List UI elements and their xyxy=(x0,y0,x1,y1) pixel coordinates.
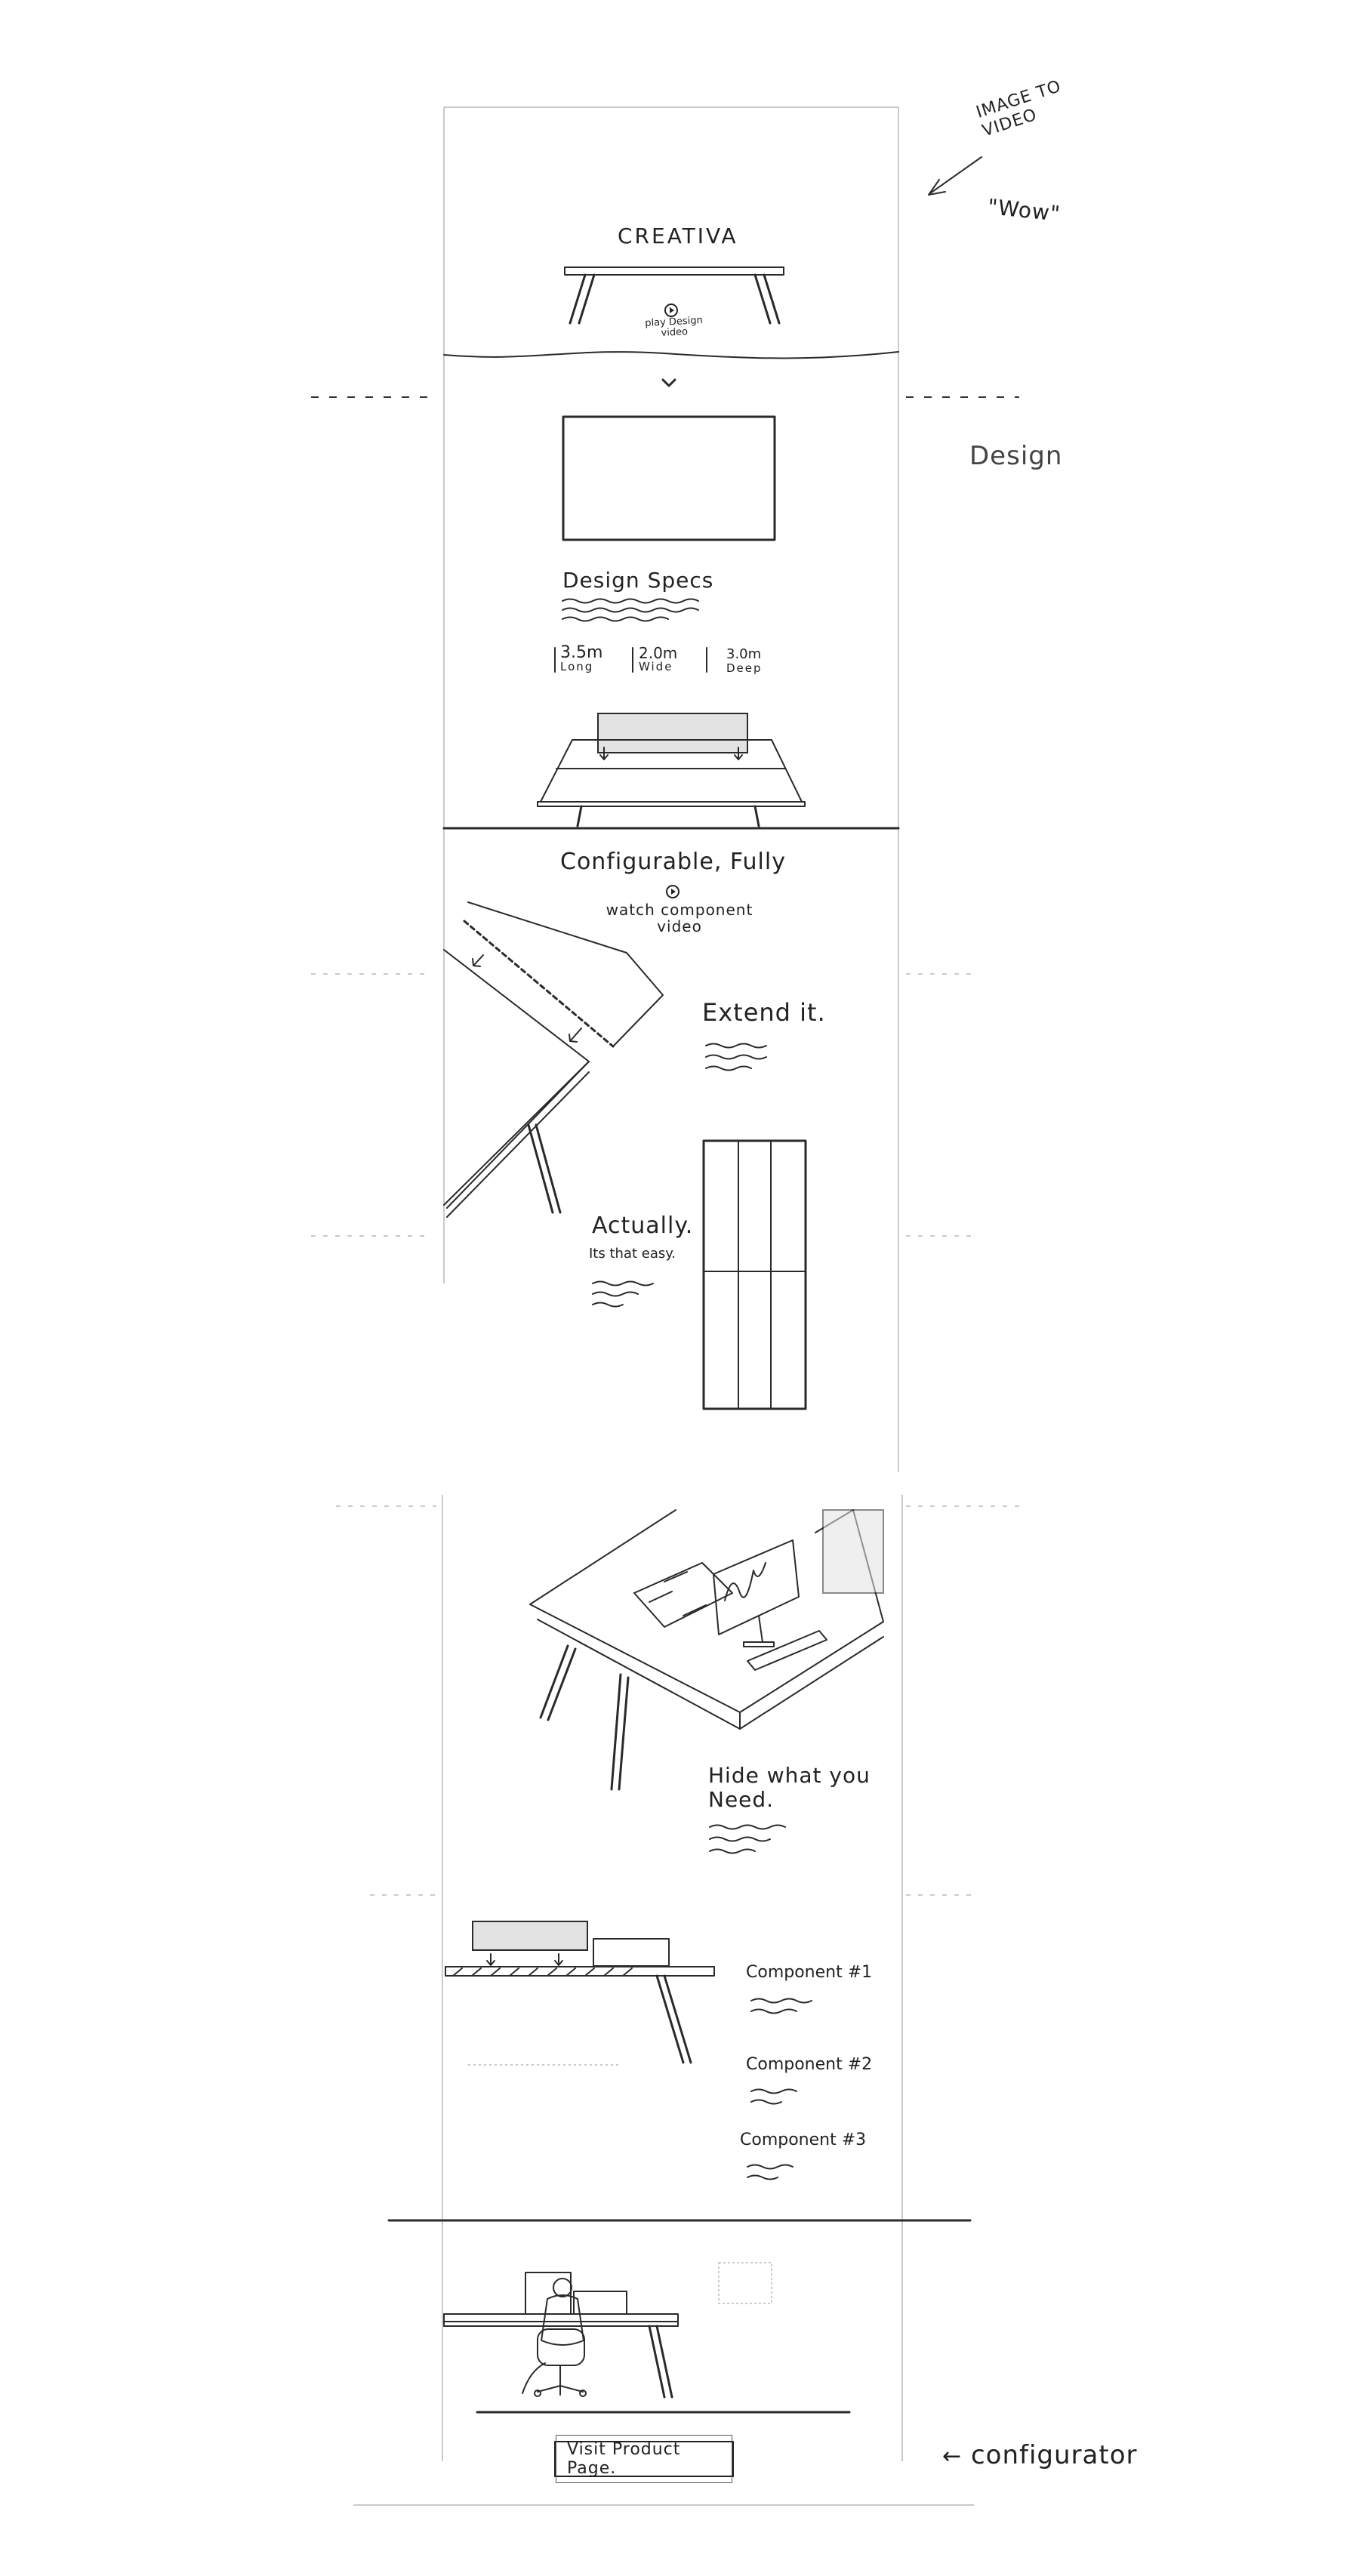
design-specs-scribbles xyxy=(562,599,698,621)
component-label-1: Component #1 xyxy=(746,1963,872,1982)
annotation-configurator: ← configurator xyxy=(942,2440,1137,2470)
page-column-outline xyxy=(442,107,902,2461)
component-exploded-illustration xyxy=(445,1921,714,2065)
annotation-design: Design xyxy=(969,441,1062,471)
watch-component-video-label[interactable]: watch component video xyxy=(589,901,770,935)
component-scribbles xyxy=(747,1999,812,2180)
hide-scribbles xyxy=(710,1826,785,1853)
play-design-video-label[interactable]: play Design video xyxy=(632,315,716,340)
hero-title: CREATIVA xyxy=(618,223,738,248)
spec-value: 3.0m xyxy=(726,648,763,661)
hide-heading: Hide what you Need. xyxy=(708,1764,871,1812)
extend-scribbles xyxy=(706,1044,766,1071)
chevron-down-icon[interactable] xyxy=(663,380,675,386)
design-image-placeholder xyxy=(563,417,775,540)
play-icon[interactable] xyxy=(664,304,678,317)
component-label-2: Component #2 xyxy=(746,2055,872,2074)
configurable-heading: Configurable, Fully xyxy=(560,849,786,875)
arrow-left-icon: ← xyxy=(942,2443,962,2470)
spec-value: 3.5m xyxy=(560,646,602,660)
visit-product-page-label: Visit Product Page. xyxy=(556,2435,732,2483)
spec-item: 2.0m Wide xyxy=(639,646,677,673)
modular-table-topdown xyxy=(704,1141,806,1409)
hero-fold-wave xyxy=(444,352,898,359)
spec-unit: Deep xyxy=(726,661,763,675)
spec-item: 3.5m Long xyxy=(560,646,602,673)
configurable-side-dashes xyxy=(311,974,974,1236)
person-at-desk-illustration xyxy=(444,2263,849,2412)
visit-product-page-button[interactable]: Visit Product Page. xyxy=(554,2441,734,2477)
spec-unit: Wide xyxy=(639,660,677,673)
design-specs-heading: Design Specs xyxy=(562,568,713,593)
extend-heading: Extend it. xyxy=(702,998,826,1027)
actually-scribbles xyxy=(593,1282,653,1307)
extending-table-illustration xyxy=(444,902,663,1217)
actually-subheading: Its that easy. xyxy=(589,1246,676,1262)
spec-value: 2.0m xyxy=(639,646,677,660)
component-label-3: Component #3 xyxy=(740,2131,866,2149)
hidden-storage-desk-illustration xyxy=(530,1510,883,1789)
actually-heading: Actually. xyxy=(592,1213,693,1239)
play-icon[interactable] xyxy=(666,885,680,898)
spec-item: 3.0m Deep xyxy=(726,648,763,675)
arrow-left-icon xyxy=(929,157,982,195)
desk-with-screen-illustration xyxy=(538,713,805,826)
